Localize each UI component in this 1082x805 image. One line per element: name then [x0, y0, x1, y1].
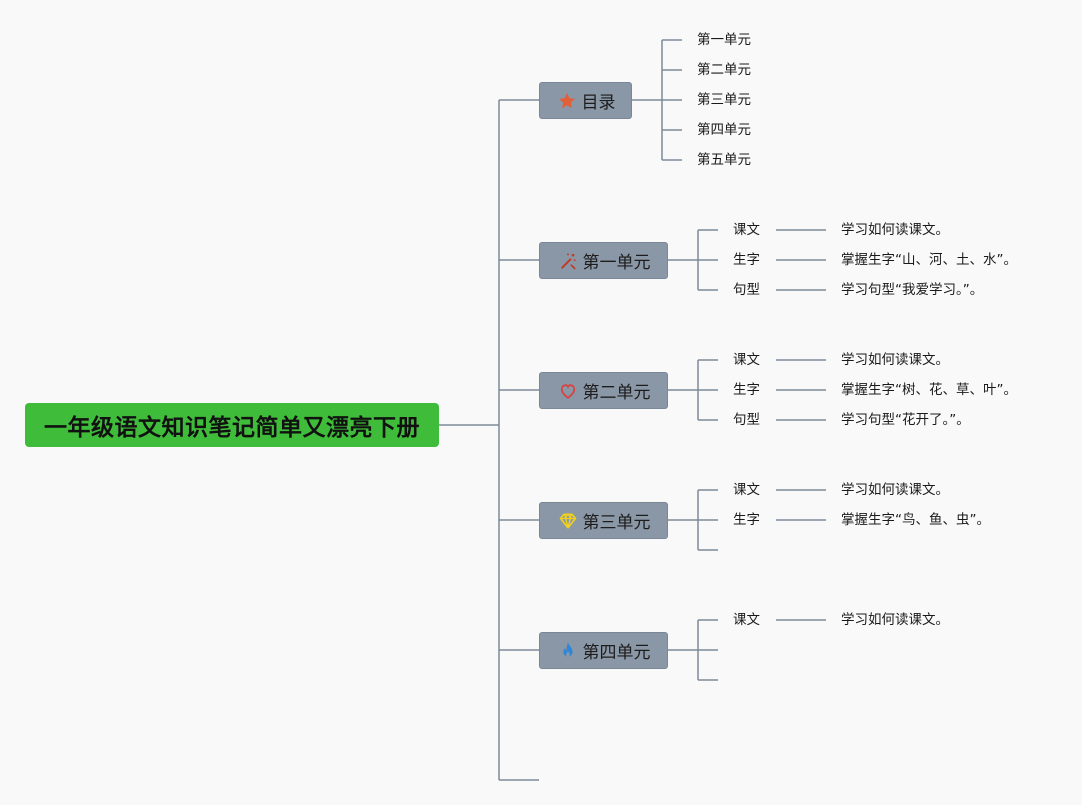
- row-value[interactable]: 学习句型“花开了。”。: [841, 412, 970, 428]
- flame-icon: [557, 640, 579, 662]
- row-value[interactable]: 学习如何读课文。: [841, 352, 949, 368]
- row-value[interactable]: 学习如何读课文。: [841, 612, 949, 628]
- row-value[interactable]: 掌握生字“树、花、草、叶”。: [841, 382, 1017, 398]
- diamond-icon: [557, 510, 579, 532]
- topic-unit-4[interactable]: 第四单元: [539, 632, 668, 669]
- row-key[interactable]: 句型: [733, 412, 760, 428]
- row-value[interactable]: 学习如何读课文。: [841, 222, 949, 238]
- root-topic[interactable]: 一年级语文知识笔记简单又漂亮下册: [25, 403, 439, 447]
- toc-item[interactable]: 第五单元: [697, 152, 751, 168]
- row-key[interactable]: 课文: [733, 352, 760, 368]
- topic-label: 第二单元: [582, 383, 651, 403]
- topic-unit-3[interactable]: 第三单元: [539, 502, 668, 539]
- row-key[interactable]: 课文: [733, 482, 760, 498]
- topic-toc[interactable]: 目录: [539, 82, 632, 119]
- toc-item[interactable]: 第二单元: [697, 62, 751, 78]
- row-key[interactable]: 课文: [733, 612, 760, 628]
- toc-item[interactable]: 第四单元: [697, 122, 751, 138]
- sparkle-wand-icon: [557, 250, 579, 272]
- row-value[interactable]: 掌握生字“山、河、土、水”。: [841, 252, 1017, 268]
- row-value[interactable]: 掌握生字“鸟、鱼、虫”。: [841, 512, 990, 528]
- row-value[interactable]: 学习句型“我爱学习。”。: [841, 282, 984, 298]
- topic-unit-2[interactable]: 第二单元: [539, 372, 668, 409]
- toc-item[interactable]: 第三单元: [697, 92, 751, 108]
- topic-label: 目录: [581, 93, 616, 113]
- topic-unit-1[interactable]: 第一单元: [539, 242, 668, 279]
- topic-label: 第三单元: [582, 513, 651, 533]
- row-value[interactable]: 学习如何读课文。: [841, 482, 949, 498]
- row-key[interactable]: 生字: [733, 382, 760, 398]
- topic-label: 第四单元: [582, 643, 651, 663]
- row-key[interactable]: 生字: [733, 252, 760, 268]
- row-key[interactable]: 课文: [733, 222, 760, 238]
- star-icon: [556, 90, 578, 112]
- row-key[interactable]: 生字: [733, 512, 760, 528]
- heart-icon: [557, 380, 579, 402]
- toc-item[interactable]: 第一单元: [697, 32, 751, 48]
- root-title: 一年级语文知识笔记简单又漂亮下册: [44, 415, 420, 441]
- topic-label: 第一单元: [582, 253, 651, 273]
- row-key[interactable]: 句型: [733, 282, 760, 298]
